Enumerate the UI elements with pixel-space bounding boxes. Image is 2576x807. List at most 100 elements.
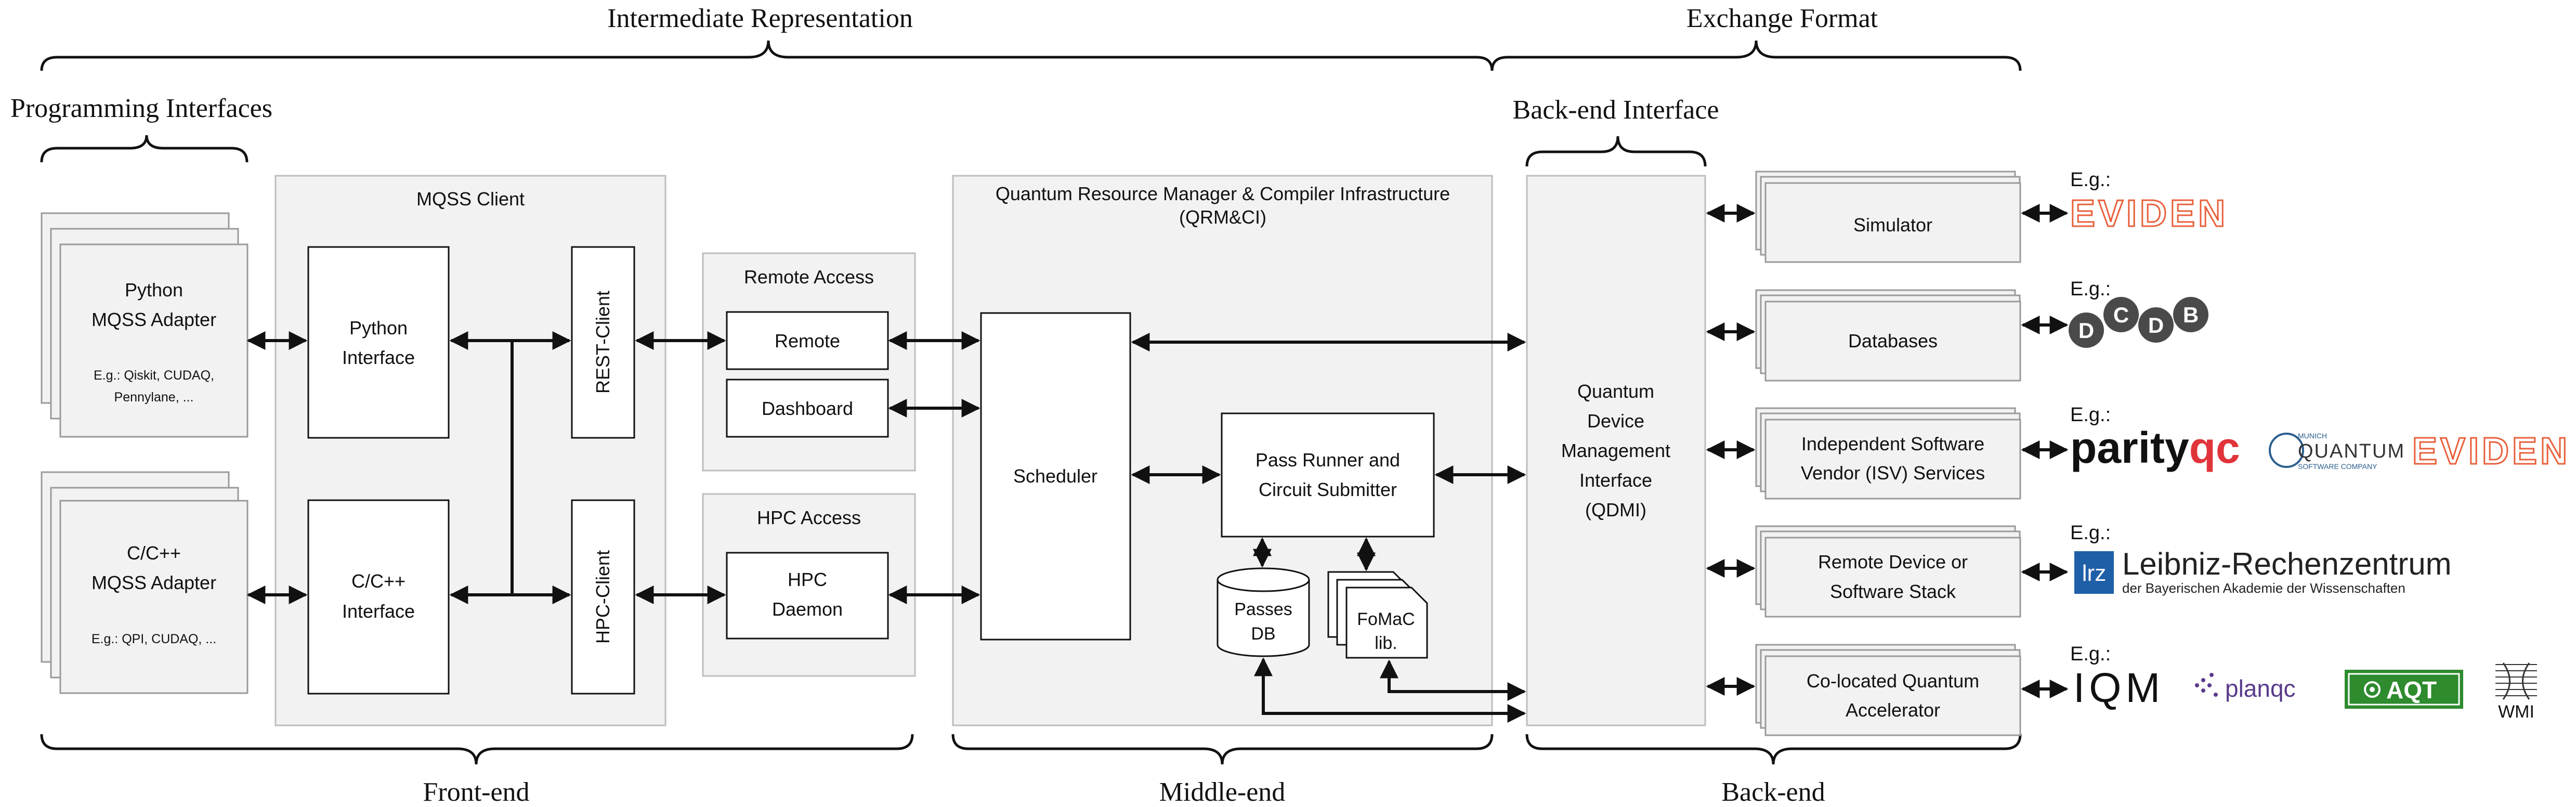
passes-db-line2: DB xyxy=(1251,624,1275,644)
dashboard-box xyxy=(726,379,889,438)
backend-simulator-line1: Simulator xyxy=(1853,214,1932,236)
dcdb-logo: D C D B xyxy=(2069,297,2208,348)
planqc-logo: planqc xyxy=(2195,673,2296,702)
rest-client-label: REST-Client xyxy=(592,291,613,394)
dashboard-label: Dashboard xyxy=(762,398,853,419)
remote-access-title: Remote Access xyxy=(744,266,874,288)
brace-programming-interfaces xyxy=(40,135,249,163)
scheduler-box xyxy=(980,312,1131,641)
eg-label-1: E.g.: xyxy=(2070,169,2111,191)
python-adapter-eg2: Pennylane, ... xyxy=(114,390,194,405)
passes-db-line1: Passes xyxy=(1234,600,1292,619)
eg-label-2: E.g.: xyxy=(2070,278,2111,300)
backend-isv-services: Independent Software Vendor (ISV) Servic… xyxy=(1755,407,2021,500)
parityqc-logo: parityqc xyxy=(2070,423,2240,472)
wmi-text: WMI xyxy=(2498,702,2534,722)
pass-runner-line1: Pass Runner and xyxy=(1256,449,1400,471)
svg-text:EVIDEN: EVIDEN xyxy=(2070,193,2228,235)
backend-colocated-accelerator: Co-located Quantum Accelerator xyxy=(1755,644,2021,736)
scheduler-label: Scheduler xyxy=(1013,465,1097,487)
eviden-logo: EVIDEN xyxy=(2070,192,2228,236)
parityqc-part-a: parity xyxy=(2070,423,2189,472)
svg-text:EVIDEN: EVIDEN xyxy=(2412,431,2570,472)
qdmi-line2: Device xyxy=(1587,410,1644,432)
hpc-daemon-line1: HPC xyxy=(788,569,827,590)
python-interface-line2: Interface xyxy=(342,347,415,368)
c-interface-line1: C/C++ xyxy=(351,570,406,592)
brace-frontend xyxy=(40,734,914,765)
remote-label: Remote xyxy=(775,330,840,352)
svg-text:parityqc: parityqc xyxy=(2070,423,2240,472)
python-adapter-eg1: E.g.: Qiskit, CUDAQ, xyxy=(94,368,214,383)
brace-intermediate-representation xyxy=(40,40,1494,71)
c-interface-line2: Interface xyxy=(342,601,415,622)
label-exchange-format: Exchange Format xyxy=(1686,4,1878,33)
iqm-logo: IQM xyxy=(2073,665,2164,711)
aqt-logo: AQT xyxy=(2345,670,2463,709)
python-adapter-line1: Python xyxy=(125,279,183,301)
fomac-lib-stack: FoMaC lib. xyxy=(1327,571,1428,659)
lrz-logo: lrz Leibniz-Rechenzentrum der Bayerische… xyxy=(2074,546,2452,596)
brace-middleend xyxy=(951,734,1494,765)
qdmi-line1: Quantum xyxy=(1577,381,1654,402)
python-adapter-line2: MQSS Adapter xyxy=(91,309,216,330)
dcdb-letter-4: B xyxy=(2183,303,2199,327)
backend-remote-line1: Remote Device or xyxy=(1818,551,1968,572)
python-interface-line1: Python xyxy=(349,317,408,339)
hpc-daemon-line2: Daemon xyxy=(772,598,843,620)
qdmi-line5: (QDMI) xyxy=(1585,499,1646,520)
backend-databases-line1: Databases xyxy=(1848,330,1938,352)
eg-label-5: E.g.: xyxy=(2070,643,2111,665)
hpc-daemon-box xyxy=(726,552,889,640)
fomac-line2: lib. xyxy=(1375,633,1397,653)
qdmi-line3: Management xyxy=(1561,440,1670,461)
lrz-line2: der Bayerischen Akademie der Wissenschaf… xyxy=(2122,580,2405,596)
qdmi-panel xyxy=(1526,175,1706,726)
c-mqss-adapter: C/C++ MQSS Adapter E.g.: QPI, CUDAQ, ... xyxy=(41,471,249,694)
lrz-badge: lrz xyxy=(2082,561,2106,586)
backend-remote-line2: Software Stack xyxy=(1830,581,1956,602)
backend-colocated-line1: Co-located Quantum xyxy=(1807,670,1979,692)
brace-backend-interface xyxy=(1525,136,1707,167)
label-middleend: Middle-end xyxy=(1159,777,1286,807)
hpc-access-title: HPC Access xyxy=(757,507,861,528)
eg-label-3: E.g.: xyxy=(2070,404,2111,426)
mqss-client-title: MQSS Client xyxy=(416,188,525,210)
remote-box xyxy=(726,311,889,370)
pass-runner-line2: Circuit Submitter xyxy=(1259,479,1397,500)
label-backend: Back-end xyxy=(1721,777,1825,807)
label-frontend: Front-end xyxy=(423,777,529,807)
label-intermediate-representation: Intermediate Representation xyxy=(607,4,913,33)
label-backend-interface: Back-end Interface xyxy=(1513,95,1719,125)
eg-label-4: E.g.: xyxy=(2070,522,2111,544)
qdmi-line4: Interface xyxy=(1579,470,1652,491)
connections xyxy=(246,204,2069,723)
dcdb-letter-2: C xyxy=(2113,303,2129,327)
backend-colocated-line2: Accelerator xyxy=(1846,699,1940,721)
eviden-logo-isv: EVIDEN xyxy=(2412,430,2570,473)
c-adapter-eg1: E.g.: QPI, CUDAQ, ... xyxy=(91,632,216,646)
munich-quantum-sub: SOFTWARE COMPANY xyxy=(2298,462,2377,471)
dcdb-letter-3: D xyxy=(2148,313,2164,337)
hpc-client-box xyxy=(571,499,635,695)
lrz-line1: Leibniz-Rechenzentrum xyxy=(2122,546,2452,581)
backend-isv-line2: Vendor (ISV) Services xyxy=(1801,462,1985,484)
munich-quantum-main: QUANTUM xyxy=(2298,440,2405,462)
c-adapter-line2: MQSS Adapter xyxy=(91,572,216,593)
rest-client-box xyxy=(571,246,635,439)
munich-quantum-logo: MUNICH QUANTUM SOFTWARE COMPANY xyxy=(2269,432,2405,471)
c-adapter-line1: C/C++ xyxy=(127,542,181,564)
c-interface-box xyxy=(307,499,450,695)
qrm-title-line1: Quantum Resource Manager & Compiler Infr… xyxy=(996,183,1450,204)
wmi-logo: WMI xyxy=(2495,662,2537,722)
svg-text:IQM: IQM xyxy=(2073,665,2164,711)
backend-databases: Databases xyxy=(1755,289,2021,382)
hpc-client-label: HPC-Client xyxy=(592,550,613,644)
backend-simulator: Simulator xyxy=(1755,171,2021,263)
aqt-text: AQT xyxy=(2386,676,2437,704)
fomac-line1: FoMaC xyxy=(1357,609,1415,629)
qrm-title-line2: (QRM&CI) xyxy=(1179,206,1266,228)
planqc-text: planqc xyxy=(2225,675,2296,702)
python-mqss-adapter: Python MQSS Adapter E.g.: Qiskit, CUDAQ,… xyxy=(41,212,249,438)
